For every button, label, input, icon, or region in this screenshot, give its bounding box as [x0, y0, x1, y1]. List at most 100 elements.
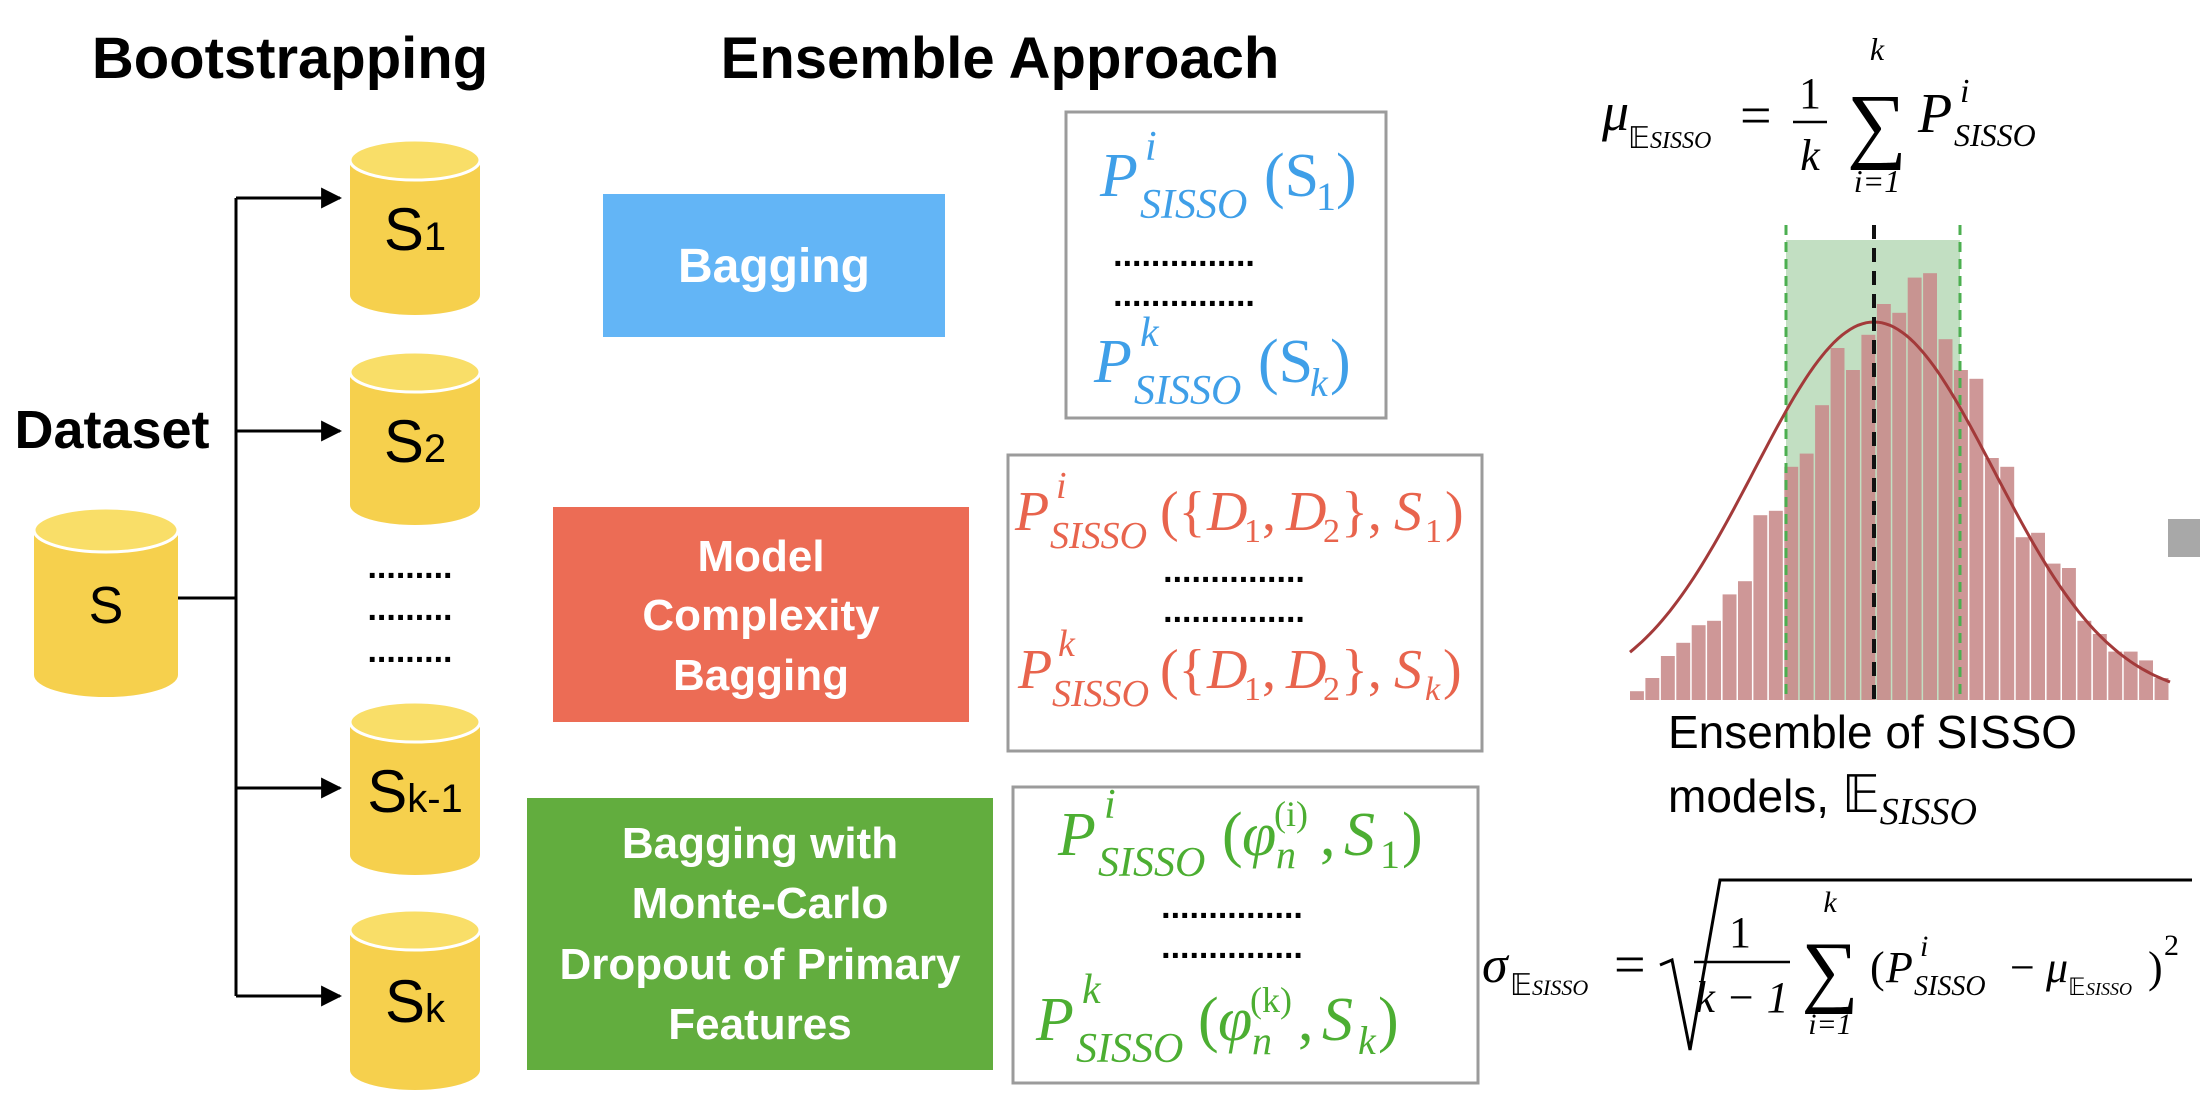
bagging-box: Bagging	[603, 194, 945, 337]
svg-text:},: },	[1341, 481, 1382, 543]
svg-text:(S: (S	[1264, 142, 1319, 210]
svg-text:i=1: i=1	[1854, 163, 1900, 199]
ensemble-approach-heading: Ensemble Approach	[721, 26, 1280, 91]
svg-text:−: −	[2010, 943, 2035, 992]
histogram-bar	[2092, 634, 2107, 700]
svg-text:1: 1	[1729, 908, 1751, 957]
svg-text:): )	[1445, 481, 1464, 543]
svg-text:({: ({	[1160, 639, 1206, 701]
histogram-bar	[1645, 678, 1660, 700]
svg-text:∑: ∑	[1847, 78, 1907, 171]
histogram-bar	[2139, 660, 2153, 700]
dataset-cylinder: S	[32, 506, 180, 697]
svg-text:n: n	[1252, 1018, 1272, 1063]
svg-text:P: P	[1885, 943, 1913, 992]
histogram-bar	[1846, 370, 1860, 700]
complexity-last-model: P k SISSO ({ D 1 , D 2 }, S k )	[1017, 623, 1462, 715]
svg-text:(S: (S	[1258, 328, 1313, 396]
complexity-formula-box: P i SISSO ({ D 1 , D 2 }, S 1 ) ........…	[1006, 453, 1484, 753]
histogram-bar	[1907, 277, 1922, 700]
histogram-bar	[2015, 537, 2030, 700]
svg-text:𝔼: 𝔼	[2068, 975, 2086, 1001]
histogram-bar	[1738, 581, 1752, 700]
svg-text:SISSO: SISSO	[2086, 979, 2132, 999]
svg-text:k: k	[1358, 1018, 1377, 1063]
svg-text:P: P	[1917, 83, 1952, 145]
complexity-label-line-2: Complexity	[642, 591, 880, 640]
svg-text:𝔼: 𝔼	[1628, 122, 1650, 155]
histogram-bar	[1799, 453, 1814, 700]
svg-text:): )	[1330, 328, 1351, 396]
svg-text:D: D	[1206, 639, 1247, 701]
std-formula: σ 𝔼 SISSO = 1 k − 1 ∑ k i=1 ( P i SISSO …	[1482, 878, 2192, 1051]
svg-text:,: ,	[1262, 481, 1276, 543]
svg-text:P: P	[1057, 801, 1096, 869]
gaussian-curve	[1629, 320, 2171, 684]
histogram-bars	[1630, 273, 2169, 700]
histogram-bar	[2108, 651, 2123, 700]
complexity-label-line-3: Bagging	[673, 651, 849, 700]
bagging-label: Bagging	[678, 240, 870, 293]
histogram-bar	[2031, 532, 2045, 700]
svg-text:i: i	[1145, 124, 1157, 170]
histogram-bar	[1768, 510, 1783, 700]
dropout-label-line-3: Dropout of Primary	[560, 940, 961, 989]
bootstrapping-heading: Bootstrapping	[92, 26, 488, 91]
histogram-bar	[1830, 348, 1845, 700]
histogram-bar	[1676, 642, 1691, 700]
bootstrap-connectors	[178, 187, 343, 1007]
svg-text:1: 1	[1425, 513, 1442, 550]
svg-text:.........: .........	[367, 548, 452, 586]
dropout-first-model: P i SISSO ( φ n (i) , S 1 )	[1057, 782, 1423, 886]
svg-text:i: i	[1104, 782, 1116, 828]
dropout-last-model: P k SISSO ( φ n (k) , S k )	[1035, 967, 1399, 1072]
svg-text:): )	[2148, 943, 2163, 992]
svg-text:S: S	[1394, 639, 1422, 701]
svg-text:σ: σ	[1482, 937, 1510, 994]
complexity-first-model: P i SISSO ({ D 1 , D 2 }, S 1 )	[1014, 465, 1464, 557]
dataset-label: Dataset	[14, 400, 209, 460]
svg-text:D: D	[1285, 639, 1326, 701]
histogram-bar	[1876, 304, 1891, 700]
svg-text:S: S	[1322, 986, 1353, 1054]
complexity-label-line-1: Model	[697, 532, 824, 581]
gray-marker	[2168, 519, 2200, 557]
svg-text:1: 1	[1316, 174, 1336, 219]
bagging-first-model: P i SISSO (S 1 )	[1099, 124, 1357, 228]
mean-formula: μ 𝔼 SISSO = 1 k ∑ k i=1 P i SISSO	[1601, 31, 2036, 199]
bagging-ellipsis-1: ...............	[1113, 236, 1255, 274]
svg-text:): )	[1402, 801, 1423, 869]
caption-line-1: Ensemble of SISSO	[1668, 706, 2077, 758]
svg-text:},: },	[1341, 639, 1382, 701]
histogram-bar	[2154, 678, 2169, 700]
svg-text:P: P	[1014, 481, 1049, 543]
histogram-caption: Ensemble of SISSO models, 𝔼SISSO	[1668, 706, 2077, 833]
dropout-label-line-4: Features	[668, 1000, 851, 1049]
histogram-bar	[2077, 620, 2092, 700]
svg-text:SISSO: SISSO	[1532, 975, 1588, 1000]
svg-text:.........: .........	[367, 590, 452, 628]
histogram-bar	[1691, 625, 1706, 700]
svg-text:,: ,	[1298, 986, 1314, 1054]
svg-text:SISSO: SISSO	[1052, 673, 1149, 715]
histogram-bar	[2046, 563, 2061, 700]
svg-text:k: k	[1823, 886, 1837, 919]
subset-cylinder-k-minus-1: Sk-1	[348, 700, 482, 875]
histogram-bar	[1722, 594, 1737, 700]
histogram-bar	[1984, 458, 1999, 700]
svg-text:SISSO: SISSO	[1076, 1026, 1183, 1072]
svg-text:1: 1	[1244, 513, 1261, 550]
svg-text:φ: φ	[1242, 801, 1276, 869]
svg-text:P: P	[1017, 639, 1052, 701]
histogram-bar	[1861, 334, 1876, 700]
monte-carlo-dropout-box: Bagging with Monte-Carlo Dropout of Prim…	[527, 798, 993, 1070]
svg-text:D: D	[1285, 481, 1326, 543]
svg-text:k: k	[1058, 623, 1076, 665]
bagging-ellipsis-2: ...............	[1113, 276, 1255, 314]
complexity-ellipsis-2: ...............	[1163, 592, 1305, 630]
svg-text:=: =	[1614, 934, 1646, 996]
subset-label-k-minus-1: Sk-1	[367, 758, 463, 825]
svg-text:μ: μ	[1601, 82, 1629, 142]
svg-text:1: 1	[1380, 832, 1400, 877]
